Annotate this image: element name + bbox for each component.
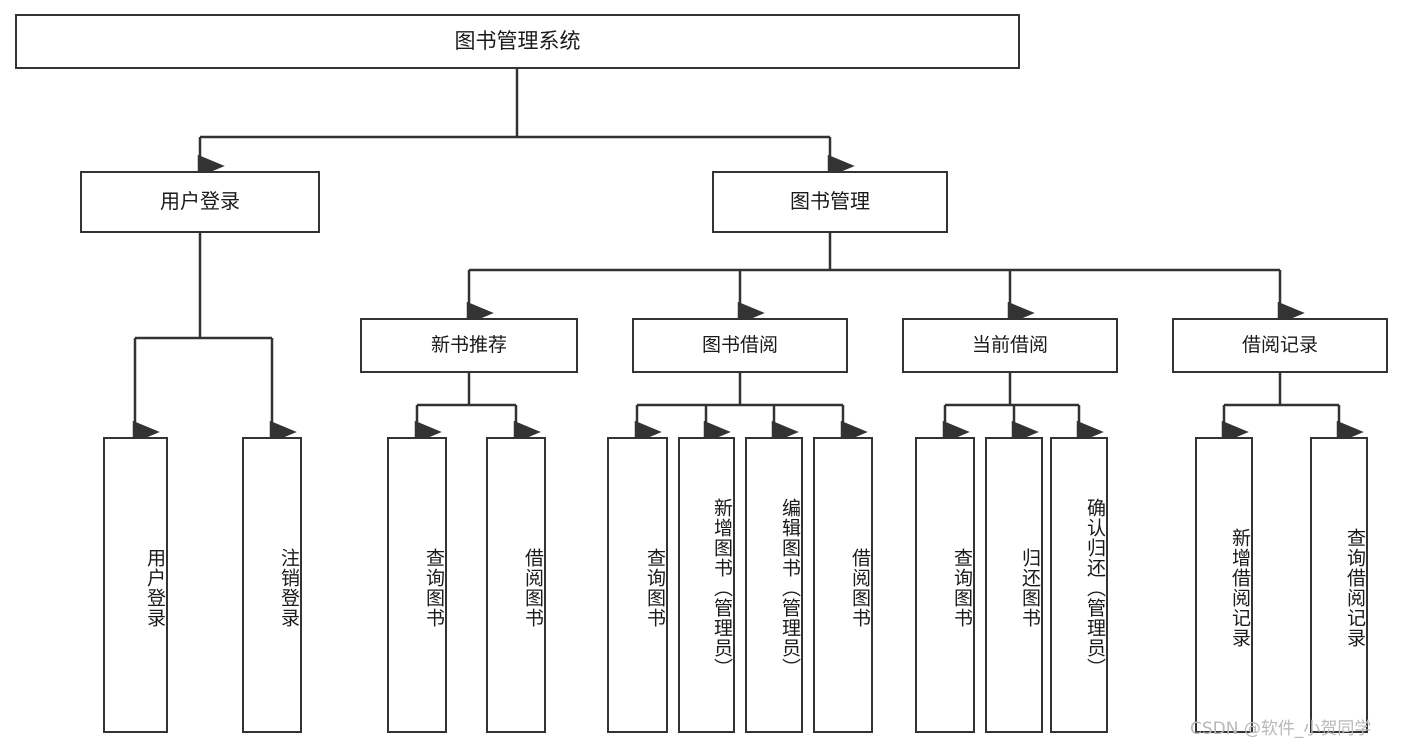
node-level2-3[interactable]: 当前借阅 — [902, 318, 1118, 373]
node-level2-label: 借阅记录 — [1241, 334, 1318, 357]
node-level2-label: 新书推荐 — [430, 334, 507, 357]
node-level2-1[interactable]: 新书推荐 — [360, 318, 578, 373]
node-leaf-8[interactable]: 借阅图书 — [813, 437, 873, 733]
node-leaf-label: 编辑图书（管理员） — [779, 498, 801, 678]
node-leaf-3[interactable]: 查询图书 — [387, 437, 447, 733]
node-leaf-label: 查询图书 — [423, 548, 445, 628]
node-leaf-1[interactable]: 用户登录 — [103, 437, 168, 733]
node-level1-label: 图书管理 — [790, 189, 870, 214]
node-leaf-2[interactable]: 注销登录 — [242, 437, 302, 733]
node-level2-2[interactable]: 图书借阅 — [632, 318, 848, 373]
node-leaf-4[interactable]: 借阅图书 — [486, 437, 546, 733]
node-level2-label: 当前借阅 — [971, 334, 1048, 357]
node-leaf-label: 借阅图书 — [849, 548, 871, 628]
node-level1-label: 用户登录 — [160, 189, 240, 214]
node-leaf-11[interactable]: 确认归还（管理员） — [1050, 437, 1108, 733]
node-root-system[interactable]: 图书管理系统 — [15, 14, 1020, 69]
node-level1-1[interactable]: 用户登录 — [80, 171, 320, 233]
node-level1-2[interactable]: 图书管理 — [712, 171, 948, 233]
node-level2-4[interactable]: 借阅记录 — [1172, 318, 1388, 373]
node-leaf-label: 确认归还（管理员） — [1084, 498, 1106, 678]
node-leaf-10[interactable]: 归还图书 — [985, 437, 1043, 733]
node-leaf-13[interactable]: 查询借阅记录 — [1310, 437, 1368, 733]
node-leaf-label: 归还图书 — [1019, 548, 1041, 628]
node-leaf-label: 新增图书（管理员） — [711, 498, 733, 678]
csdn-watermark: CSDN @软件_小贺同学 — [1190, 719, 1372, 739]
node-leaf-label: 借阅图书 — [522, 548, 544, 628]
node-leaf-label: 注销登录 — [278, 548, 300, 628]
node-level2-label: 图书借阅 — [701, 334, 778, 357]
node-leaf-9[interactable]: 查询图书 — [915, 437, 975, 733]
node-leaf-5[interactable]: 查询图书 — [607, 437, 668, 733]
node-leaf-label: 新增借阅记录 — [1229, 528, 1251, 648]
node-leaf-label: 查询图书 — [644, 548, 666, 628]
node-leaf-label: 查询图书 — [951, 548, 973, 628]
node-leaf-7[interactable]: 编辑图书（管理员） — [745, 437, 803, 733]
node-leaf-label: 用户登录 — [144, 548, 166, 628]
node-leaf-label: 查询借阅记录 — [1344, 528, 1366, 648]
node-leaf-6[interactable]: 新增图书（管理员） — [678, 437, 735, 733]
node-leaf-12[interactable]: 新增借阅记录 — [1195, 437, 1253, 733]
